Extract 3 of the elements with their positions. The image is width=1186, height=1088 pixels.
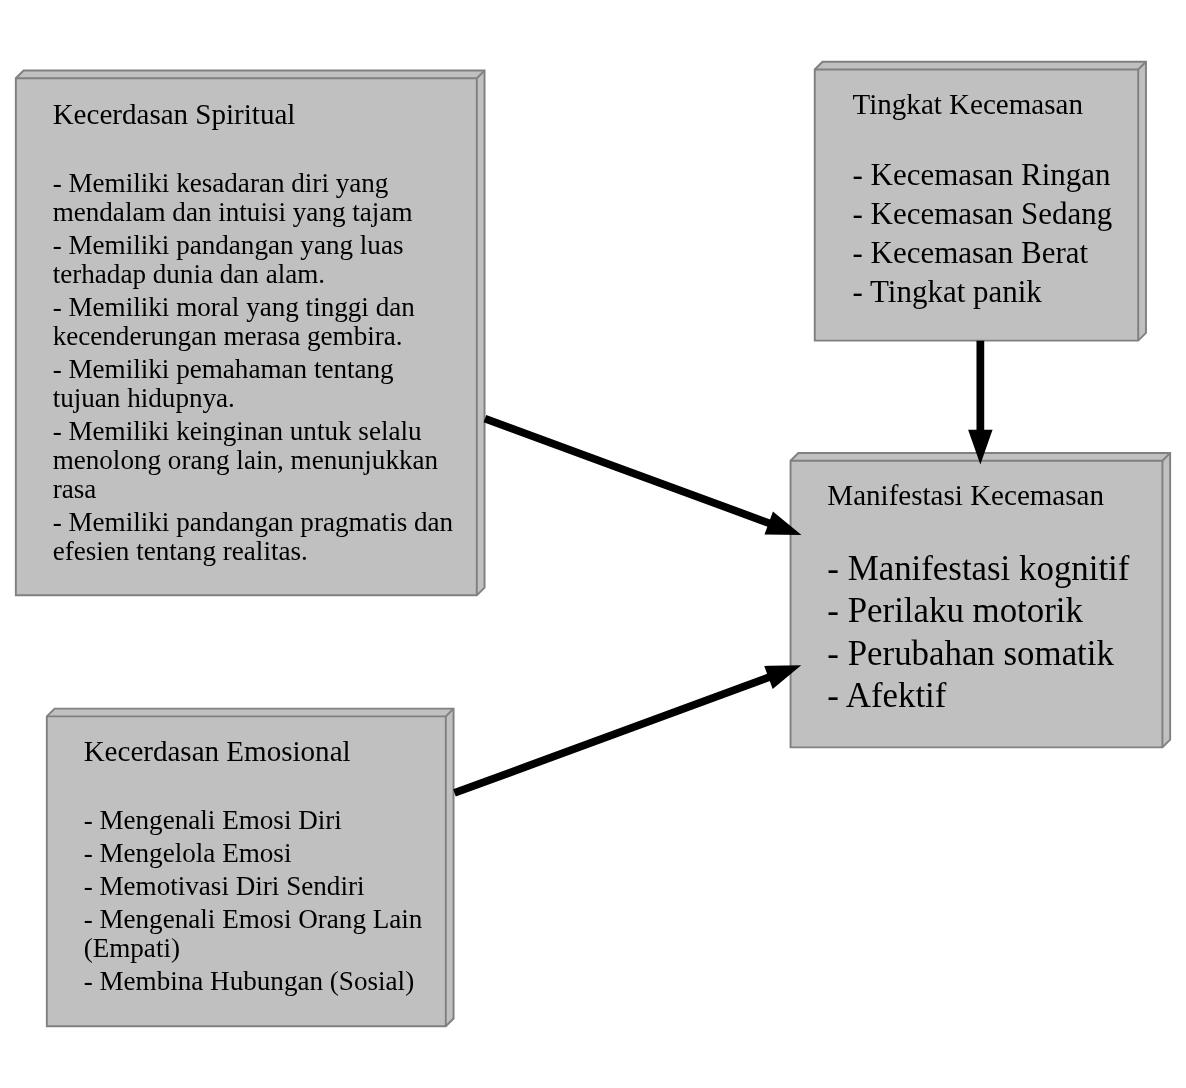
- arrow: [968, 340, 993, 465]
- arrow: [483, 414, 802, 536]
- arrow: [453, 665, 802, 797]
